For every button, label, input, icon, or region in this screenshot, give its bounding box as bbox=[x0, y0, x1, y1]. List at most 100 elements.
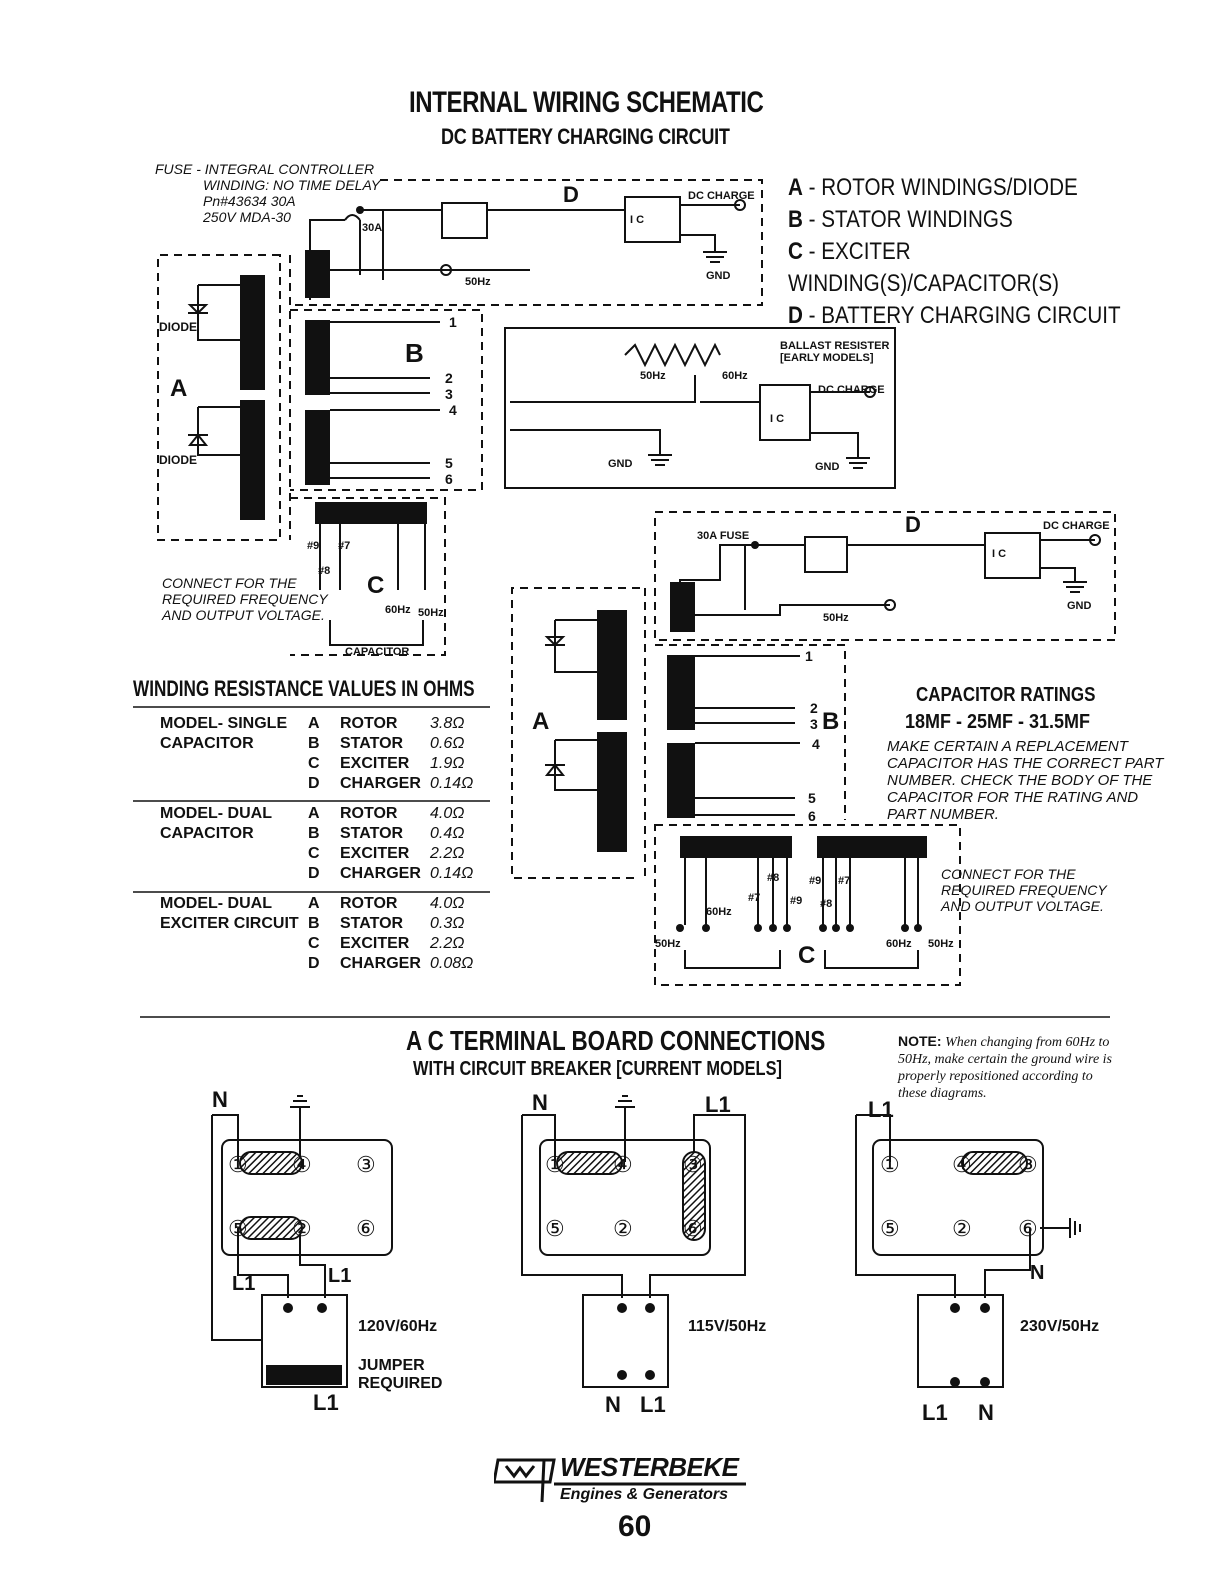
a-box-lower bbox=[511, 587, 640, 879]
label-d-upper: D bbox=[563, 182, 579, 207]
ac-subtitle: WITH CIRCUIT BREAKER [CURRENT MODELS] bbox=[413, 1058, 782, 1080]
terminal-5-lower: 5 bbox=[808, 790, 816, 806]
label-b-upper: B bbox=[405, 338, 424, 368]
tap-7-upper: #7 bbox=[338, 540, 351, 552]
board3-t6: ⑥ bbox=[1018, 1216, 1038, 1241]
board1-n: N bbox=[212, 1087, 228, 1112]
board3-outline bbox=[872, 1139, 1044, 1256]
b-box-upper bbox=[290, 309, 483, 491]
page-title: INTERNAL WIRING SCHEMATIC bbox=[409, 86, 764, 119]
c-box-lower bbox=[654, 824, 961, 986]
label-60hz-lower-a: 60Hz bbox=[706, 906, 732, 918]
legend-item-b: B - STATOR WINDINGS bbox=[788, 206, 1013, 233]
terminal-6-upper: 6 bbox=[445, 471, 453, 487]
ic-box-lower bbox=[984, 532, 1041, 579]
board2-t6: ⑥ bbox=[683, 1216, 703, 1241]
board1-outline bbox=[221, 1139, 393, 1256]
board1-t5: ⑤ bbox=[228, 1216, 248, 1241]
breaker3 bbox=[917, 1294, 1004, 1388]
terminal-6-lower: 6 bbox=[808, 808, 816, 824]
ic-box-upper bbox=[624, 196, 681, 243]
board1-l1-b: L1 bbox=[328, 1265, 352, 1287]
capacitor-ratings-values: 18MF - 25MF - 31.5MF bbox=[905, 711, 1091, 733]
legend-item-d: D - BATTERY CHARGING CIRCUIT bbox=[788, 302, 1121, 329]
c-box-upper bbox=[290, 497, 446, 656]
board3-t1: ① bbox=[880, 1152, 900, 1177]
d-box-lower bbox=[654, 511, 1116, 641]
board3-l1-bottom: L1 bbox=[922, 1400, 948, 1425]
tap-7-lower-b: #7 bbox=[838, 875, 851, 887]
a-box-upper bbox=[157, 254, 281, 541]
label-dc-charge-lower: DC CHARGE bbox=[1043, 520, 1110, 532]
label-50hz-lower-b: 50Hz bbox=[928, 938, 954, 950]
fuse-note: FUSE - INTEGRAL CONTROLLER WINDING: NO T… bbox=[155, 161, 381, 225]
board2-t2: ② bbox=[613, 1216, 633, 1241]
board2-t3: ③ bbox=[683, 1152, 703, 1177]
terminal-1-upper: 1 bbox=[449, 314, 457, 330]
ballast-label: BALLAST RESISTER [EARLY MODELS] bbox=[780, 340, 890, 364]
breaker2 bbox=[582, 1294, 669, 1388]
ballast-50hz: 50Hz bbox=[640, 370, 666, 382]
ballast-60hz: 60Hz bbox=[722, 370, 748, 382]
b-box-lower bbox=[655, 644, 846, 820]
breaker1 bbox=[261, 1294, 348, 1388]
westerbeke-logo: WESTERBEKE Engines & Generators bbox=[494, 1452, 752, 1512]
label-b-lower: B bbox=[822, 708, 840, 735]
ballast-gnd-2: GND bbox=[815, 461, 840, 473]
ac-title: A C TERMINAL BOARD CONNECTIONS bbox=[406, 1025, 826, 1056]
legend-item-a: A - ROTOR WINDINGS/DIODE bbox=[788, 174, 1078, 201]
page-number: 60 bbox=[618, 1510, 652, 1543]
label-30a: 30A bbox=[362, 222, 383, 234]
board2-n-bottom: N bbox=[605, 1392, 621, 1417]
board1-l1-bottom: L1 bbox=[313, 1390, 339, 1415]
terminal-2-lower: 2 bbox=[810, 700, 818, 716]
ballast-dc-charge: DC CHARGE bbox=[818, 384, 885, 396]
label-dc-charge-upper: DC CHARGE bbox=[688, 190, 755, 202]
tap-8-lower-a: #8 bbox=[767, 872, 780, 884]
ballast-box bbox=[504, 327, 896, 489]
label-d-lower: D bbox=[905, 512, 921, 537]
board2-l1-bottom: L1 bbox=[640, 1392, 666, 1417]
board1-t6: ⑥ bbox=[356, 1216, 376, 1241]
label-50hz-upper: 50Hz bbox=[465, 276, 491, 288]
label-gnd-lower: GND bbox=[1067, 600, 1092, 612]
terminal-4-upper: 4 bbox=[449, 402, 457, 418]
board3-l1: L1 bbox=[868, 1097, 894, 1122]
legend: A - ROTOR WINDINGS/DIODE B - STATOR WIND… bbox=[788, 172, 1163, 332]
board3-n: N bbox=[1030, 1262, 1045, 1284]
board1-t1: ① bbox=[228, 1152, 248, 1177]
label-a-upper: A bbox=[170, 375, 188, 402]
capacitor-ratings-text: MAKE CERTAIN A REPLACEMENT CAPACITOR HAS… bbox=[887, 738, 1164, 823]
board3-t5: ⑤ bbox=[880, 1216, 900, 1241]
diode-box-lower bbox=[804, 536, 848, 573]
terminal-4-lower: 4 bbox=[812, 736, 820, 752]
terminal-5-upper: 5 bbox=[445, 455, 453, 471]
connect-note-lower: CONNECT FOR THE REQUIRED FREQUENCY AND O… bbox=[941, 866, 1107, 914]
capacitor-ratings-title: CAPACITOR RATINGS bbox=[916, 684, 1096, 706]
board2-l1: L1 bbox=[705, 1092, 731, 1117]
board1-t2: ② bbox=[292, 1216, 312, 1241]
legend-item-c: C - EXCITER WINDING(S)/CAPACITOR(S) bbox=[788, 238, 1059, 297]
board1-label: 120V/60Hz bbox=[358, 1318, 438, 1335]
label-c-upper: C bbox=[367, 572, 385, 599]
tap-9-lower-b: #9 bbox=[809, 875, 822, 887]
label-50hz-c-upper: 50Hz bbox=[418, 607, 444, 619]
tap-8-upper: #8 bbox=[318, 565, 331, 577]
tap-9-upper: #9 bbox=[307, 540, 320, 552]
label-diode-2: DIODE bbox=[159, 453, 198, 467]
d-box-upper bbox=[290, 179, 763, 306]
board3-t3: ③ bbox=[1018, 1152, 1038, 1177]
ac-note: NOTE: When changing from 60Hz to 50Hz, m… bbox=[898, 1033, 1112, 1101]
label-a-lower: A bbox=[532, 708, 550, 735]
board2-label: 115V/50Hz bbox=[688, 1318, 767, 1335]
